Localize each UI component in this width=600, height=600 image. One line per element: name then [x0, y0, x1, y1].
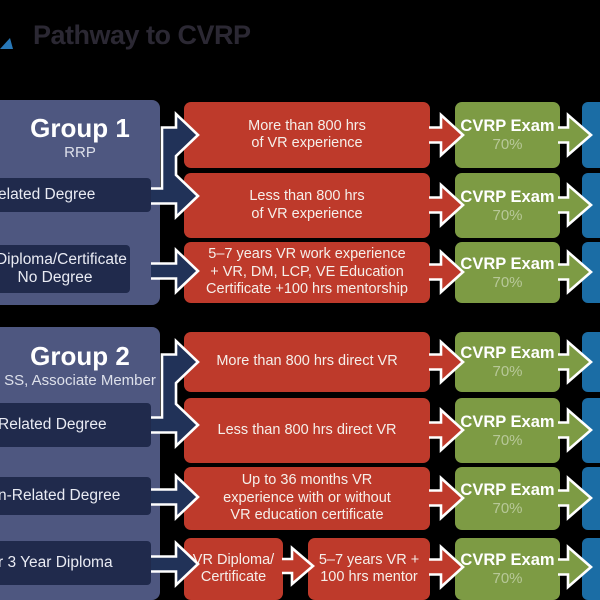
- group1-title: Group 1: [30, 113, 130, 143]
- result-box-row5: [582, 398, 600, 463]
- exam-box-row3: CVRP Exam 70%: [455, 242, 560, 303]
- result-box-row4: [582, 332, 600, 392]
- result-box-row7: [582, 538, 600, 600]
- logo-triangle-icon: [0, 38, 13, 49]
- group1-header: Group 1 RRP: [0, 113, 160, 162]
- req-box-row3: 5–7 years VR work experience + VR, DM, L…: [184, 242, 430, 303]
- left-row-diploma-no-degree: d Diploma/Certificate No Degree: [0, 245, 130, 293]
- page-title: Pathway to CVRP: [33, 20, 251, 50]
- group2-header: Group 2 SS, Associate Member: [0, 341, 160, 390]
- result-box-row6: [582, 467, 600, 530]
- group1-subtitle: RRP: [64, 144, 96, 161]
- req-box-row7-step2: 5–7 years VR + 100 hrs mentor: [308, 538, 430, 600]
- exam-box-row2: CVRP Exam 70%: [455, 173, 560, 238]
- exam-box-row5: CVRP Exam 70%: [455, 398, 560, 463]
- exam-box-row1: CVRP Exam 70%: [455, 102, 560, 168]
- req-box-row2: Less than 800 hrs of VR experience: [184, 173, 430, 238]
- req-box-row1: More than 800 hrs of VR experience: [184, 102, 430, 168]
- left-row-3-year-diploma: r 3 Year Diploma: [0, 541, 151, 585]
- exam-box-row6: CVRP Exam 70%: [455, 467, 560, 530]
- result-box-row1: [582, 102, 600, 168]
- result-box-row3: [582, 242, 600, 303]
- group2-subtitle: SS, Associate Member: [4, 372, 156, 389]
- req-box-row5: Less than 800 hrs direct VR: [184, 398, 430, 463]
- req-box-row4: More than 800 hrs direct VR: [184, 332, 430, 392]
- left-row-related-degree-g2: Related Degree: [0, 403, 151, 447]
- exam-box-row7: CVRP Exam 70%: [455, 538, 560, 600]
- group2-title: Group 2: [30, 341, 130, 371]
- exam-box-row4: CVRP Exam 70%: [455, 332, 560, 392]
- req-box-row7-step1: VR Diploma/ Certificate: [184, 538, 283, 600]
- left-row-non-related-degree: n-Related Degree: [0, 477, 151, 515]
- result-box-row2: [582, 173, 600, 238]
- req-box-row6: Up to 36 months VR experience with or wi…: [184, 467, 430, 530]
- left-row-related-degree-g1: elated Degree: [0, 178, 151, 212]
